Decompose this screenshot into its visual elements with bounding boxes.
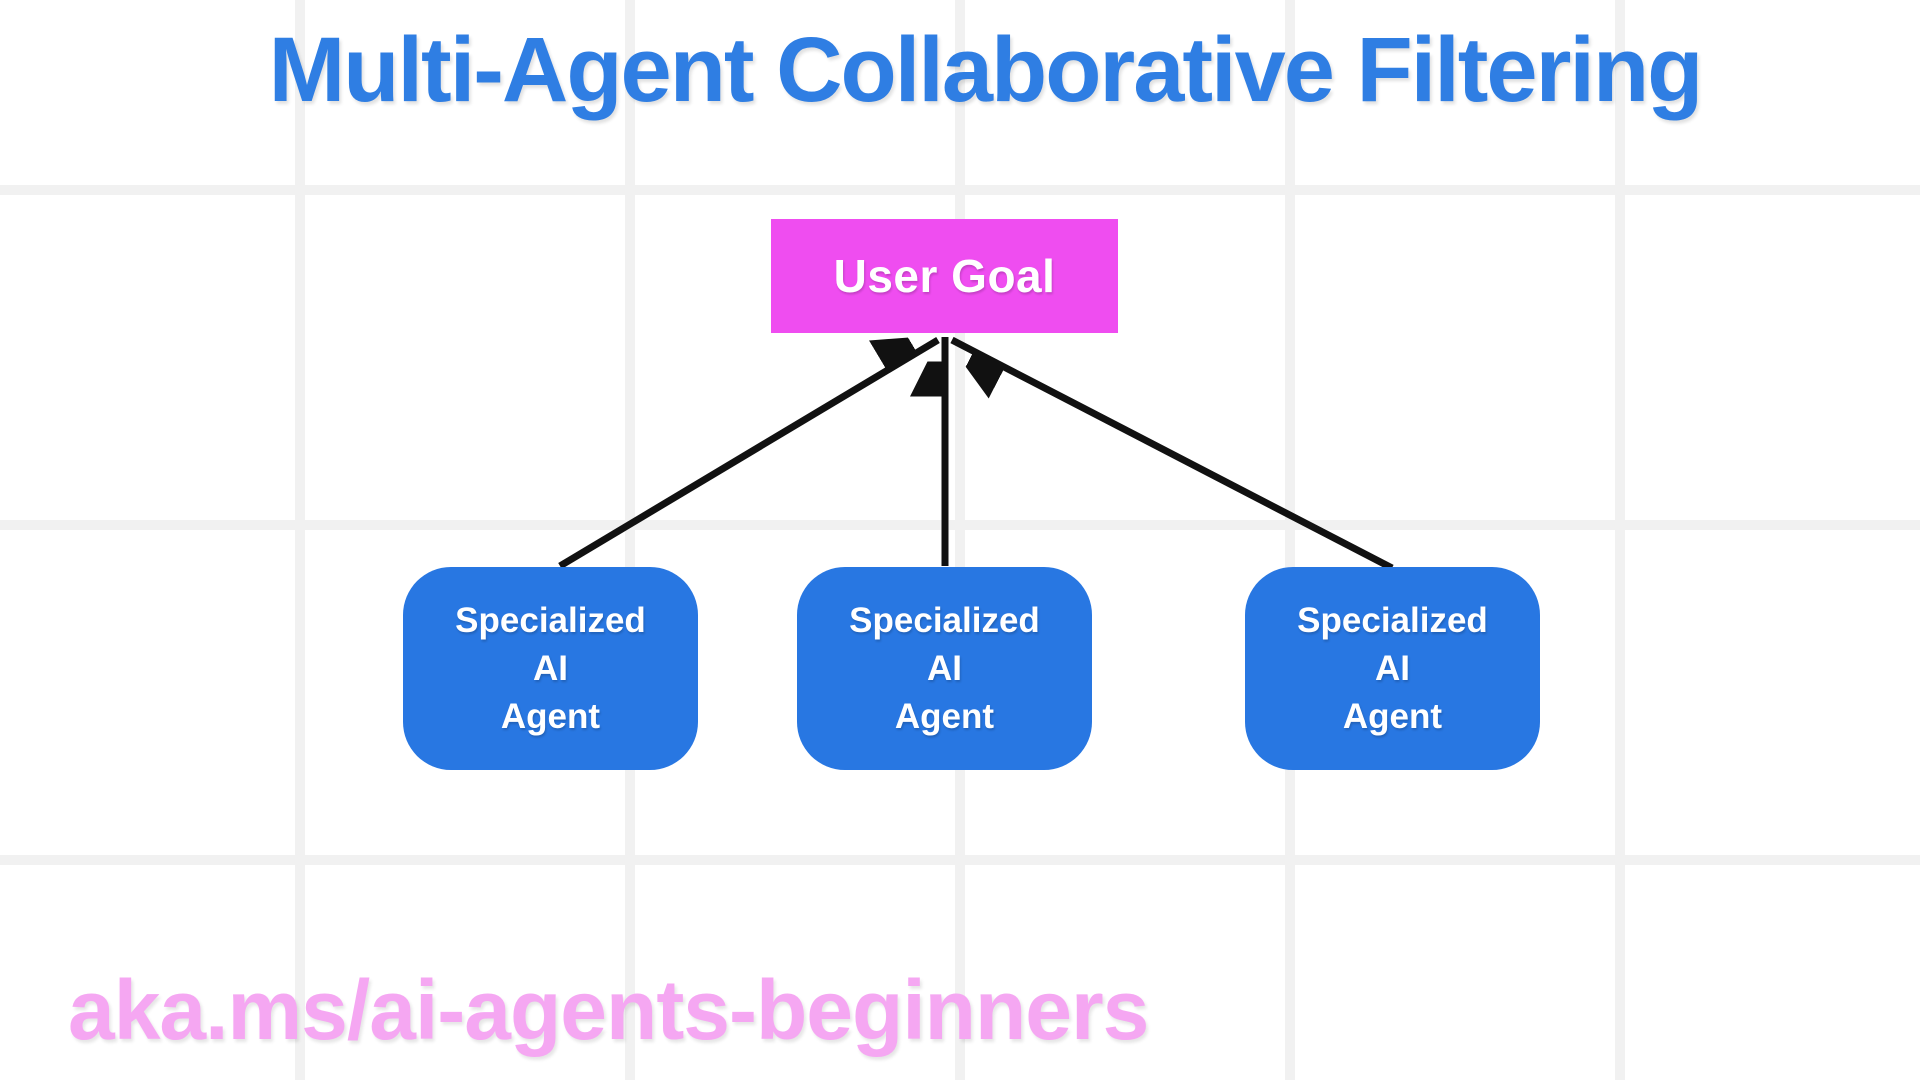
diagram-title: Multi-Agent Collaborative Filtering	[268, 19, 1704, 121]
agent-node-1: Specialized AI Agent	[403, 567, 698, 770]
arrow-agent1-to-goal	[558, 340, 940, 570]
arrow-agent3-to-goal	[950, 336, 1394, 572]
agent-node-1-label: Specialized AI Agent	[455, 600, 646, 736]
agent-node-3: Specialized AI Agent	[1245, 567, 1540, 770]
agent-node-2-label: Specialized AI Agent	[849, 600, 1040, 736]
user-goal-node: User Goal	[771, 219, 1118, 333]
agent-node-2: Specialized AI Agent	[797, 567, 1092, 770]
footer-link: aka.ms/ai-agents-beginners	[68, 963, 1149, 1057]
agent-node-3-label: Specialized AI Agent	[1297, 600, 1488, 736]
user-goal-label: User Goal	[833, 250, 1056, 302]
